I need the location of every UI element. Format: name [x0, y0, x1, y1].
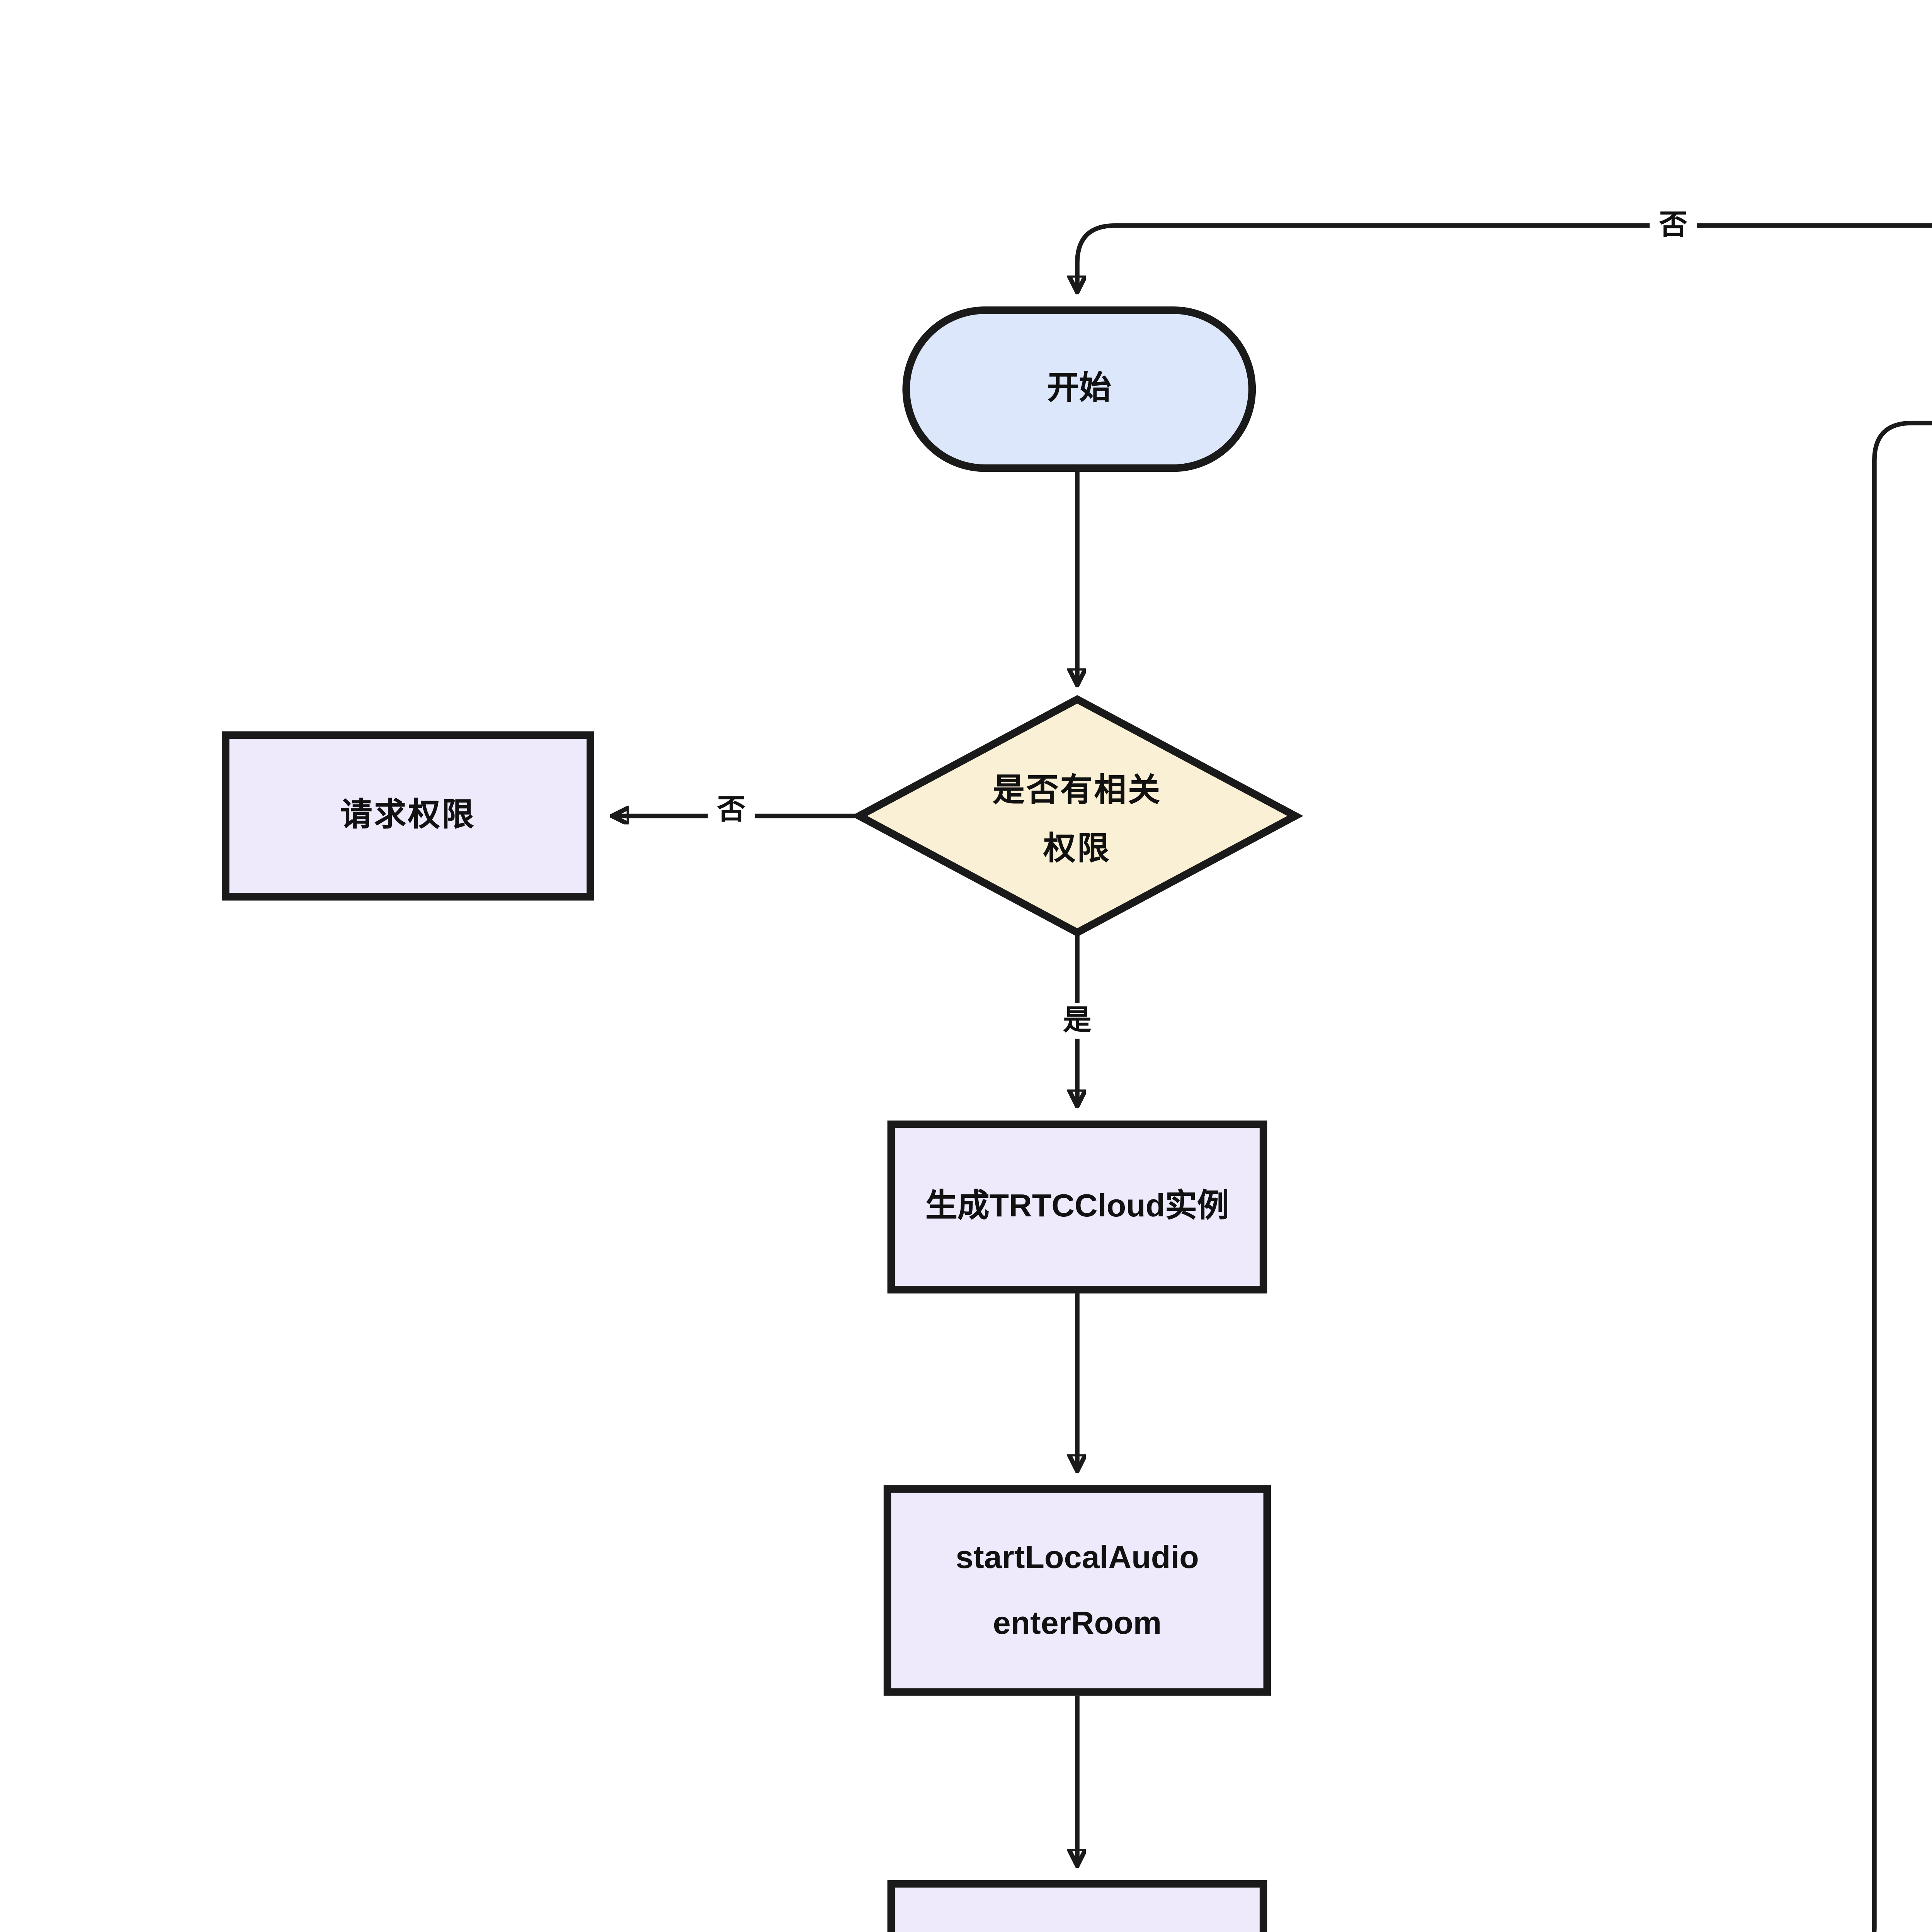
create-instance-node: 生成TRTCCloud实例 [887, 1120, 1267, 1294]
has-permission-line2: 权限 [1043, 831, 1111, 867]
has-permission-line1: 是否有相关 [992, 772, 1162, 809]
start-node: 开始 [902, 306, 1256, 472]
edge-share-success-no-to-start [1077, 223, 1932, 312]
request-permission-label: 请求权限 [340, 798, 476, 834]
start-label: 开始 [1047, 371, 1111, 407]
start-screen-capture-node: startScreenCapture [887, 1880, 1267, 1932]
create-instance-label: 生成TRTCCloud实例 [925, 1189, 1229, 1225]
start-local-audio-node: startLocalAudio enterRoom [883, 1485, 1271, 1696]
share-success-no-edge-label: 否 [1650, 207, 1697, 244]
has-permission-yes-edge-label: 是 [1054, 1003, 1101, 1039]
request-permission-node: 请求权限 [222, 731, 594, 901]
has-permission-decision-label: 是否有相关 权限 [889, 722, 1265, 910]
start-local-audio-line2: enterRoom [993, 1605, 1162, 1641]
edge-start-screen-capture-to-share-success [1872, 420, 1932, 1932]
has-permission-no-edge-label: 否 [707, 792, 755, 828]
start-local-audio-line1: startLocalAudio [956, 1539, 1199, 1575]
